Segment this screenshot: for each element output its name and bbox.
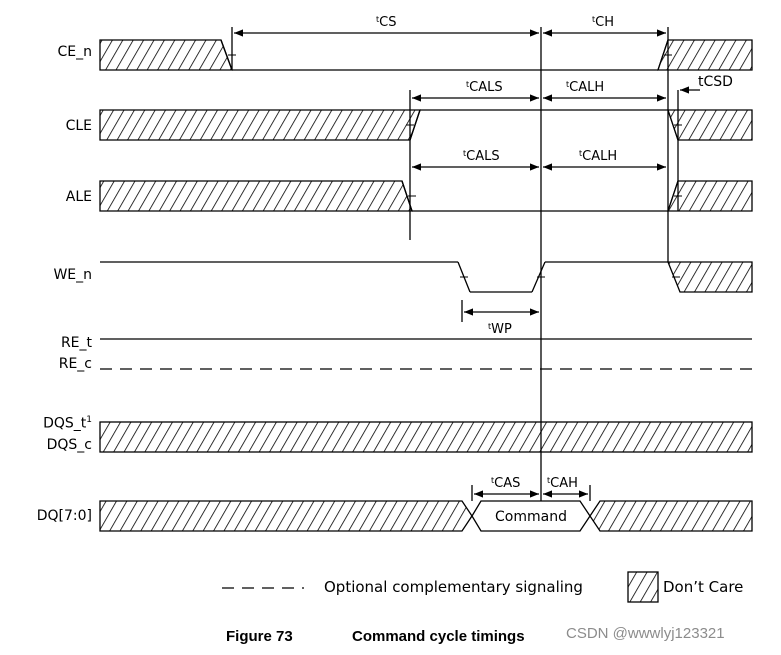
dqs-waveform <box>99 421 753 453</box>
signal-label-dqs-t: DQS_t1 <box>0 415 92 432</box>
signal-label-we-n: WE_n <box>53 267 92 283</box>
ce-n-waveform <box>99 39 753 71</box>
we-n-waveform <box>100 261 753 293</box>
legend-dont-care-text: Don’t Care <box>663 578 744 596</box>
command-label: Command <box>495 509 567 525</box>
figure-number: Figure 73 <box>226 628 293 645</box>
watermark: CSDN @wwwlyj123321 <box>566 625 725 642</box>
twp-label: tWP <box>488 322 512 337</box>
signal-label-cle: CLE <box>65 118 92 134</box>
figure-title: Command cycle timings <box>352 628 525 645</box>
signal-label-dq: DQ[7:0] <box>36 508 92 524</box>
tcalh-label-1: tCALH <box>566 80 604 95</box>
signal-label-re-t: RE_t <box>60 335 92 351</box>
tcas-label: tCAS <box>491 476 520 491</box>
legend-optional-text: Optional complementary signaling <box>324 578 583 596</box>
tcalh-label-2: tCALH <box>579 149 617 164</box>
tcsd-label: tCSD <box>698 74 733 90</box>
cle-waveform <box>99 109 753 141</box>
tcals-label-2: tCALS <box>463 149 500 164</box>
signal-label-ce-n: CE_n <box>57 44 93 60</box>
tch-label: tCH <box>592 15 614 30</box>
dont-care-hatch-icon <box>627 571 659 603</box>
signal-label-ale: ALE <box>65 189 92 205</box>
tcah-label: tCAH <box>547 476 578 491</box>
tcs-label: tCS <box>376 15 396 30</box>
dqs-t-text: DQS_t <box>43 415 87 432</box>
dqs-t-footnote: 1 <box>86 415 92 425</box>
tcals-label-1: tCALS <box>466 80 503 95</box>
signal-label-dqs-c: DQS_c <box>46 437 92 453</box>
ale-waveform <box>99 180 753 212</box>
dq-waveform <box>99 500 753 532</box>
signal-label-re-c: RE_c <box>58 356 92 372</box>
